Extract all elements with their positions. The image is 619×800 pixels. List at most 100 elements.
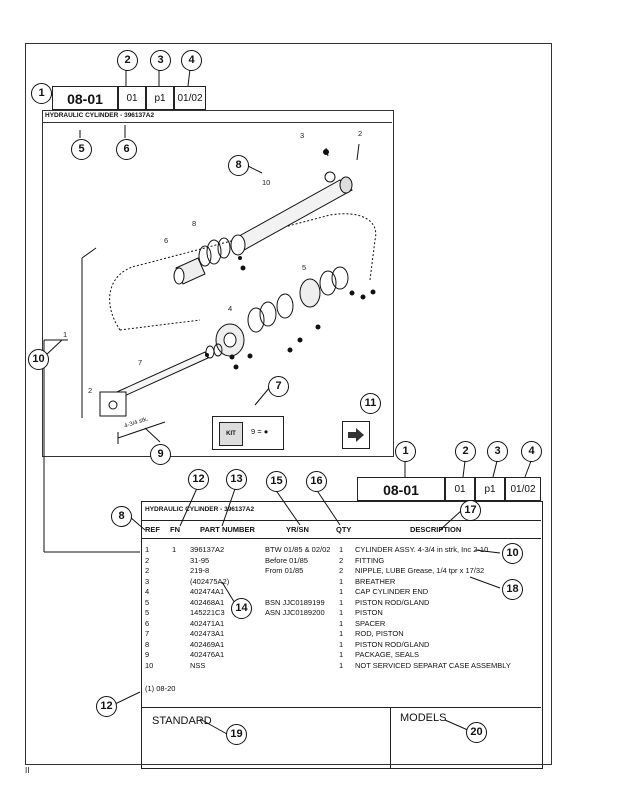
cell-ref: 7 (145, 629, 150, 638)
cell-desc: ROD, PISTON (355, 629, 404, 638)
callout-6: 6 (116, 139, 137, 160)
callout-19: 19 (226, 724, 247, 745)
cell-qty: 1 (339, 608, 344, 617)
part-label-1: 1 (63, 330, 68, 339)
cell-desc: SPACER (355, 618, 386, 628)
callout-2-lower: 2 (455, 441, 476, 462)
col-header-fn: FN (170, 525, 180, 534)
cell-qty: 1 (339, 576, 344, 586)
cell-ref: 9 (145, 650, 150, 659)
callout-11: 11 (360, 393, 381, 414)
cell-desc: NIPPLE, LUBE Grease, 1/4 tpr x 17/32 (355, 566, 485, 575)
callout-18: 18 (502, 579, 523, 600)
callout-3-lower: 3 (487, 441, 508, 462)
illustration-box (42, 110, 394, 457)
seal-kit-box: KIT 9 = ● (212, 416, 284, 450)
callout-4: 4 (181, 50, 202, 71)
cell-qty: 1 (339, 597, 344, 607)
cell-part: 219-8 (190, 566, 210, 575)
return-arrow-icon (348, 428, 364, 442)
callout-20: 20 (466, 722, 487, 743)
part-label-2: 2 (358, 129, 363, 138)
callout-1-lower: 1 (395, 441, 416, 462)
parts-table (141, 501, 543, 769)
col-header-part-number: PART NUMBER (200, 525, 255, 534)
cell-ref: 6 (145, 618, 150, 628)
cell-qty: 1 (339, 545, 344, 554)
col-header-description: DESCRIPTION (410, 525, 462, 534)
cell-ref: 8 (145, 639, 150, 649)
part-label-2b: 2 (88, 386, 93, 395)
cell-desc: CAP CYLINDER END (355, 587, 429, 596)
callout-13: 13 (226, 469, 247, 490)
cell-ref: 5 (145, 608, 150, 617)
header-col2-lower: 01 (445, 477, 475, 501)
callout-9: 9 (150, 444, 171, 465)
cell-part: 31-95 (190, 555, 210, 565)
cell-qty: 2 (339, 566, 344, 575)
callout-3: 3 (150, 50, 171, 71)
part-label-5: 5 (302, 263, 307, 272)
page-return-icon[interactable] (342, 421, 370, 449)
header-col3-lower: p1 (475, 477, 505, 501)
cell-ref: 5 (145, 597, 150, 607)
callout-12-lower: 12 (96, 696, 117, 717)
footnote: (1) 08-20 (145, 684, 176, 693)
callout-17: 17 (460, 500, 481, 521)
cell-part: (402475A2) (190, 576, 230, 586)
models-label: MODELS (400, 712, 447, 724)
cell-qty: 1 (339, 639, 344, 649)
callout-16: 16 (306, 471, 327, 492)
cell-part: 402476A1 (190, 650, 225, 659)
cell-ref: 2 (145, 566, 150, 575)
cell-qty: 1 (339, 629, 344, 638)
header-col4: 01/02 (174, 86, 206, 110)
header-col3: p1 (146, 86, 174, 110)
cell-part: 402471A1 (190, 618, 225, 628)
part-label-8: 8 (192, 219, 197, 228)
part-label-4: 4 (228, 304, 233, 313)
cell-ref: 1 (145, 545, 150, 554)
cell-yrsn: Before 01/85 (265, 555, 308, 565)
part-label-7: 7 (138, 358, 143, 367)
section-number: 08-01 (52, 86, 118, 110)
table-title-rule (141, 520, 541, 521)
cell-qty: 1 (339, 660, 344, 670)
kit-legend: 9 = ● (251, 427, 269, 436)
cell-ref: 3 (145, 576, 150, 586)
callout-5: 5 (71, 139, 92, 160)
callout-10-lower: 10 (502, 543, 523, 564)
section-number-lower: 08-01 (357, 477, 445, 501)
header-col4-lower: 01/02 (505, 477, 541, 501)
cell-part: 396137A2 (190, 545, 225, 554)
cell-ref: 10 (145, 660, 154, 670)
callout-8: 8 (228, 155, 249, 176)
table-header-rule (141, 538, 541, 539)
cell-qty: 1 (339, 650, 344, 659)
part-label-3: 3 (300, 131, 305, 140)
callout-4-lower: 4 (521, 441, 542, 462)
cell-yrsn: From 01/85 (265, 566, 304, 575)
cell-ref: 2 (145, 555, 150, 565)
cell-desc: PISTON ROD/GLAND (355, 597, 430, 607)
illustration-title-bar (42, 110, 392, 123)
cell-part: 402473A1 (190, 629, 225, 638)
cell-desc: NOT SERVICED SEPARAT CASE ASSEMBLY (355, 660, 511, 670)
cell-part: NSS (190, 660, 206, 670)
cell-desc: PACKAGE, SEALS (355, 650, 420, 659)
cell-desc: CYLINDER ASSY. 4-3/4 in strk, Inc 2-10 (355, 545, 489, 554)
col-header-qty: QTY (336, 525, 352, 534)
page-mark: II (25, 766, 30, 775)
callout-2: 2 (117, 50, 138, 71)
cell-part: 402468A1 (190, 597, 225, 607)
cell-desc: FITTING (355, 555, 385, 565)
cell-desc: PISTON ROD/GLAND (355, 639, 430, 649)
cell-qty: 1 (339, 618, 344, 628)
part-label-10: 10 (262, 178, 271, 187)
page-frame (25, 43, 552, 765)
callout-12: 12 (188, 469, 209, 490)
cell-yrsn: BSN JJC0189199 (265, 597, 325, 607)
